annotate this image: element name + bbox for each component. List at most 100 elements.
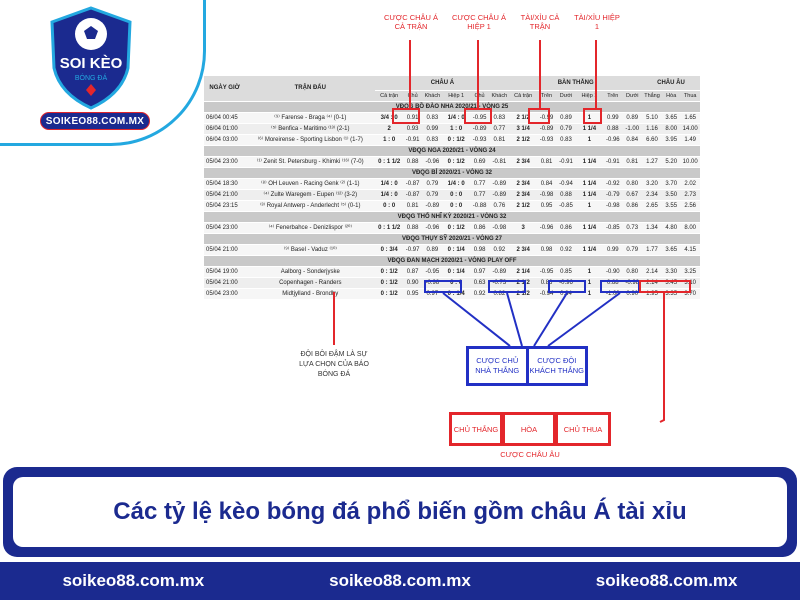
odds-cell: 0.88: [402, 222, 423, 234]
odds-cell: 0.67: [622, 189, 642, 201]
odds-cell: 1.77: [641, 244, 663, 256]
odds-cell: 2 3/4: [509, 156, 537, 168]
odds-cell: 0.84: [622, 134, 642, 146]
odds-cell: 3.95: [662, 134, 681, 146]
match-row: 05/04 18:30⁽⁸⁾ OH Leuven - Racing Genk ⁽…: [204, 178, 700, 190]
soikeo-logo: SOI KÈO BÓNG ĐÁ: [50, 6, 132, 110]
annotation-asian-full: CƯỢC CHÂU Á CẢ TRẬN: [383, 13, 439, 31]
odds-cell: 1/4 : 0: [375, 189, 403, 201]
odds-cell: 1 1/4: [575, 222, 604, 234]
odds-cell: 2 3/4: [509, 189, 537, 201]
odds-cell: 2 3/4: [509, 178, 537, 190]
footer-bar: soikeo88.com.mx soikeo88.com.mx soikeo88…: [0, 562, 800, 600]
odds-cell: -0.90: [603, 266, 623, 278]
footer-domain-3[interactable]: soikeo88.com.mx: [595, 571, 738, 590]
odds-cell: -0.91: [402, 134, 423, 146]
odds-cell: 4.15: [680, 244, 700, 256]
odds-cell: 0 : 1/2: [375, 266, 403, 278]
match-row: 05/04 23:00⁽¹⁾ Zenit St. Petersburg - Kh…: [204, 156, 700, 168]
league-title: VĐQG BỈ 2020/21 - VÒNG 32: [204, 167, 700, 179]
odds-cell: 0.77: [469, 189, 490, 201]
subheader-cell: Chủ: [469, 90, 490, 102]
odds-cell: 1 : 0: [375, 134, 403, 146]
odds-cell: -0.79: [603, 189, 623, 201]
odds-cell: 3.35: [662, 288, 681, 300]
odds-cell: -0.96: [422, 222, 443, 234]
highlight-overunder-half: [583, 108, 602, 124]
subheader-cell: Khách: [422, 90, 443, 102]
home-away-box: CƯỢC CHỦ NHÀ THẮNG CƯỢC ĐỘI KHÁCH THẮNG: [466, 346, 588, 386]
odds-cell: 0.97: [469, 266, 490, 278]
odds-cell: 3.55: [662, 200, 681, 212]
odds-cell: 0 : 1/2: [375, 288, 403, 300]
match-date: 05/04 18:30: [204, 178, 246, 190]
odds-cell: 0.81: [536, 156, 557, 168]
odds-cell: 0.77: [489, 123, 510, 135]
odds-cell: 4.80: [662, 222, 681, 234]
odds-cell: 3 1/4: [509, 123, 537, 135]
match-teams: ⁽⁵⁾ Benfica - Maritimo ⁽¹³⁾ (2-1): [245, 123, 376, 135]
odds-cell: -0.93: [469, 134, 490, 146]
annotation-overunder-full: TÀI/XỈU CẢ TRẬN: [520, 13, 560, 31]
match-teams: ⁽¹⁾ Zenit St. Petersburg - Khimki ⁽¹⁶⁾ (…: [245, 156, 376, 168]
odds-cell: 0.63: [469, 277, 490, 289]
highlight-home-away-full: [424, 280, 462, 293]
highlight-overunder-full: [528, 108, 550, 124]
odds-cell: 0.79: [622, 244, 642, 256]
odds-cell: 0 : 1 1/2: [375, 222, 403, 234]
odds-cell: 0.89: [622, 112, 642, 124]
odds-cell: 0.83: [489, 112, 510, 124]
odds-cell: 0.92: [489, 244, 510, 256]
odds-cell: -0.87: [402, 178, 423, 190]
odds-cell: 10.00: [680, 156, 700, 168]
odds-cell: 2.65: [641, 200, 663, 212]
odds-cell: -0.97: [402, 244, 423, 256]
odds-cell: -0.89: [536, 123, 557, 135]
header-date: NGÀY GIỜ: [204, 76, 246, 102]
subheader-cell: Khách: [489, 90, 510, 102]
odds-cell: 0 : 1/4: [442, 288, 470, 300]
odds-cell: 0 : 0: [442, 189, 470, 201]
odds-cell: 0.88: [603, 123, 623, 135]
odds-cell: 0.80: [622, 178, 642, 190]
odds-cell: 2.56: [680, 200, 700, 212]
league-title: VĐQG NGA 2020/21 - VÒNG 24: [204, 145, 700, 157]
odds-cell: 0.83: [422, 112, 443, 124]
odds-cell: 0.79: [422, 189, 443, 201]
eu-away-box: CHỦ THUA: [555, 412, 611, 446]
odds-cell: 0.86: [622, 200, 642, 212]
odds-cell: -0.94: [556, 178, 576, 190]
odds-cell: 2 1/2: [509, 200, 537, 212]
league-title: VĐQG BỒ ĐÀO NHA 2020/21 - VÒNG 25: [204, 101, 700, 113]
annotation-asian-half: CƯỢC CHÂU Á HIỆP 1: [451, 13, 507, 31]
odds-cell: -0.93: [536, 134, 557, 146]
odds-cell: 0.99: [603, 244, 623, 256]
odds-cell: 1.65: [680, 112, 700, 124]
subheader-cell: Cả trận: [375, 90, 403, 102]
odds-cell: -0.94: [536, 288, 557, 300]
odds-cell: 14.00: [680, 123, 700, 135]
odds-cell: 3.50: [662, 189, 681, 201]
league-section-row: VĐQG BỈ 2020/21 - VÒNG 32: [204, 167, 700, 179]
subheader-cell: Trên: [603, 90, 623, 102]
odds-cell: -0.89: [489, 189, 510, 201]
odds-cell: 1.49: [680, 134, 700, 146]
subheader-cell: Hòa: [662, 90, 681, 102]
odds-cell: -0.95: [536, 266, 557, 278]
odds-cell: -1.00: [622, 123, 642, 135]
odds-cell: 0.97: [422, 288, 443, 300]
odds-cell: 0.98: [536, 244, 557, 256]
footer-domain-2[interactable]: soikeo88.com.mx: [329, 571, 471, 590]
footer-domain-1[interactable]: soikeo88.com.mx: [62, 571, 205, 590]
odds-cell: 0.81: [402, 200, 423, 212]
match-date: 06/04 03:00: [204, 134, 246, 146]
odds-cell: 3/4 : 0: [375, 112, 403, 124]
highlight-european: [639, 280, 691, 293]
away-win-label: CƯỢC ĐỘI KHÁCH THẮNG: [525, 349, 586, 383]
highlight-asian-full: [392, 108, 420, 124]
match-row: 05/04 23:15⁽³⁾ Royal Antwerp - Anderlech…: [204, 200, 700, 212]
match-row: 05/04 21:00⁽⁴⁾ Zulte Waregem - Eupen ⁽¹²…: [204, 189, 700, 201]
annotation-overunder-half: TÀI/XỈU HIỆP 1: [574, 13, 620, 31]
odds-cell: 1: [575, 266, 604, 278]
